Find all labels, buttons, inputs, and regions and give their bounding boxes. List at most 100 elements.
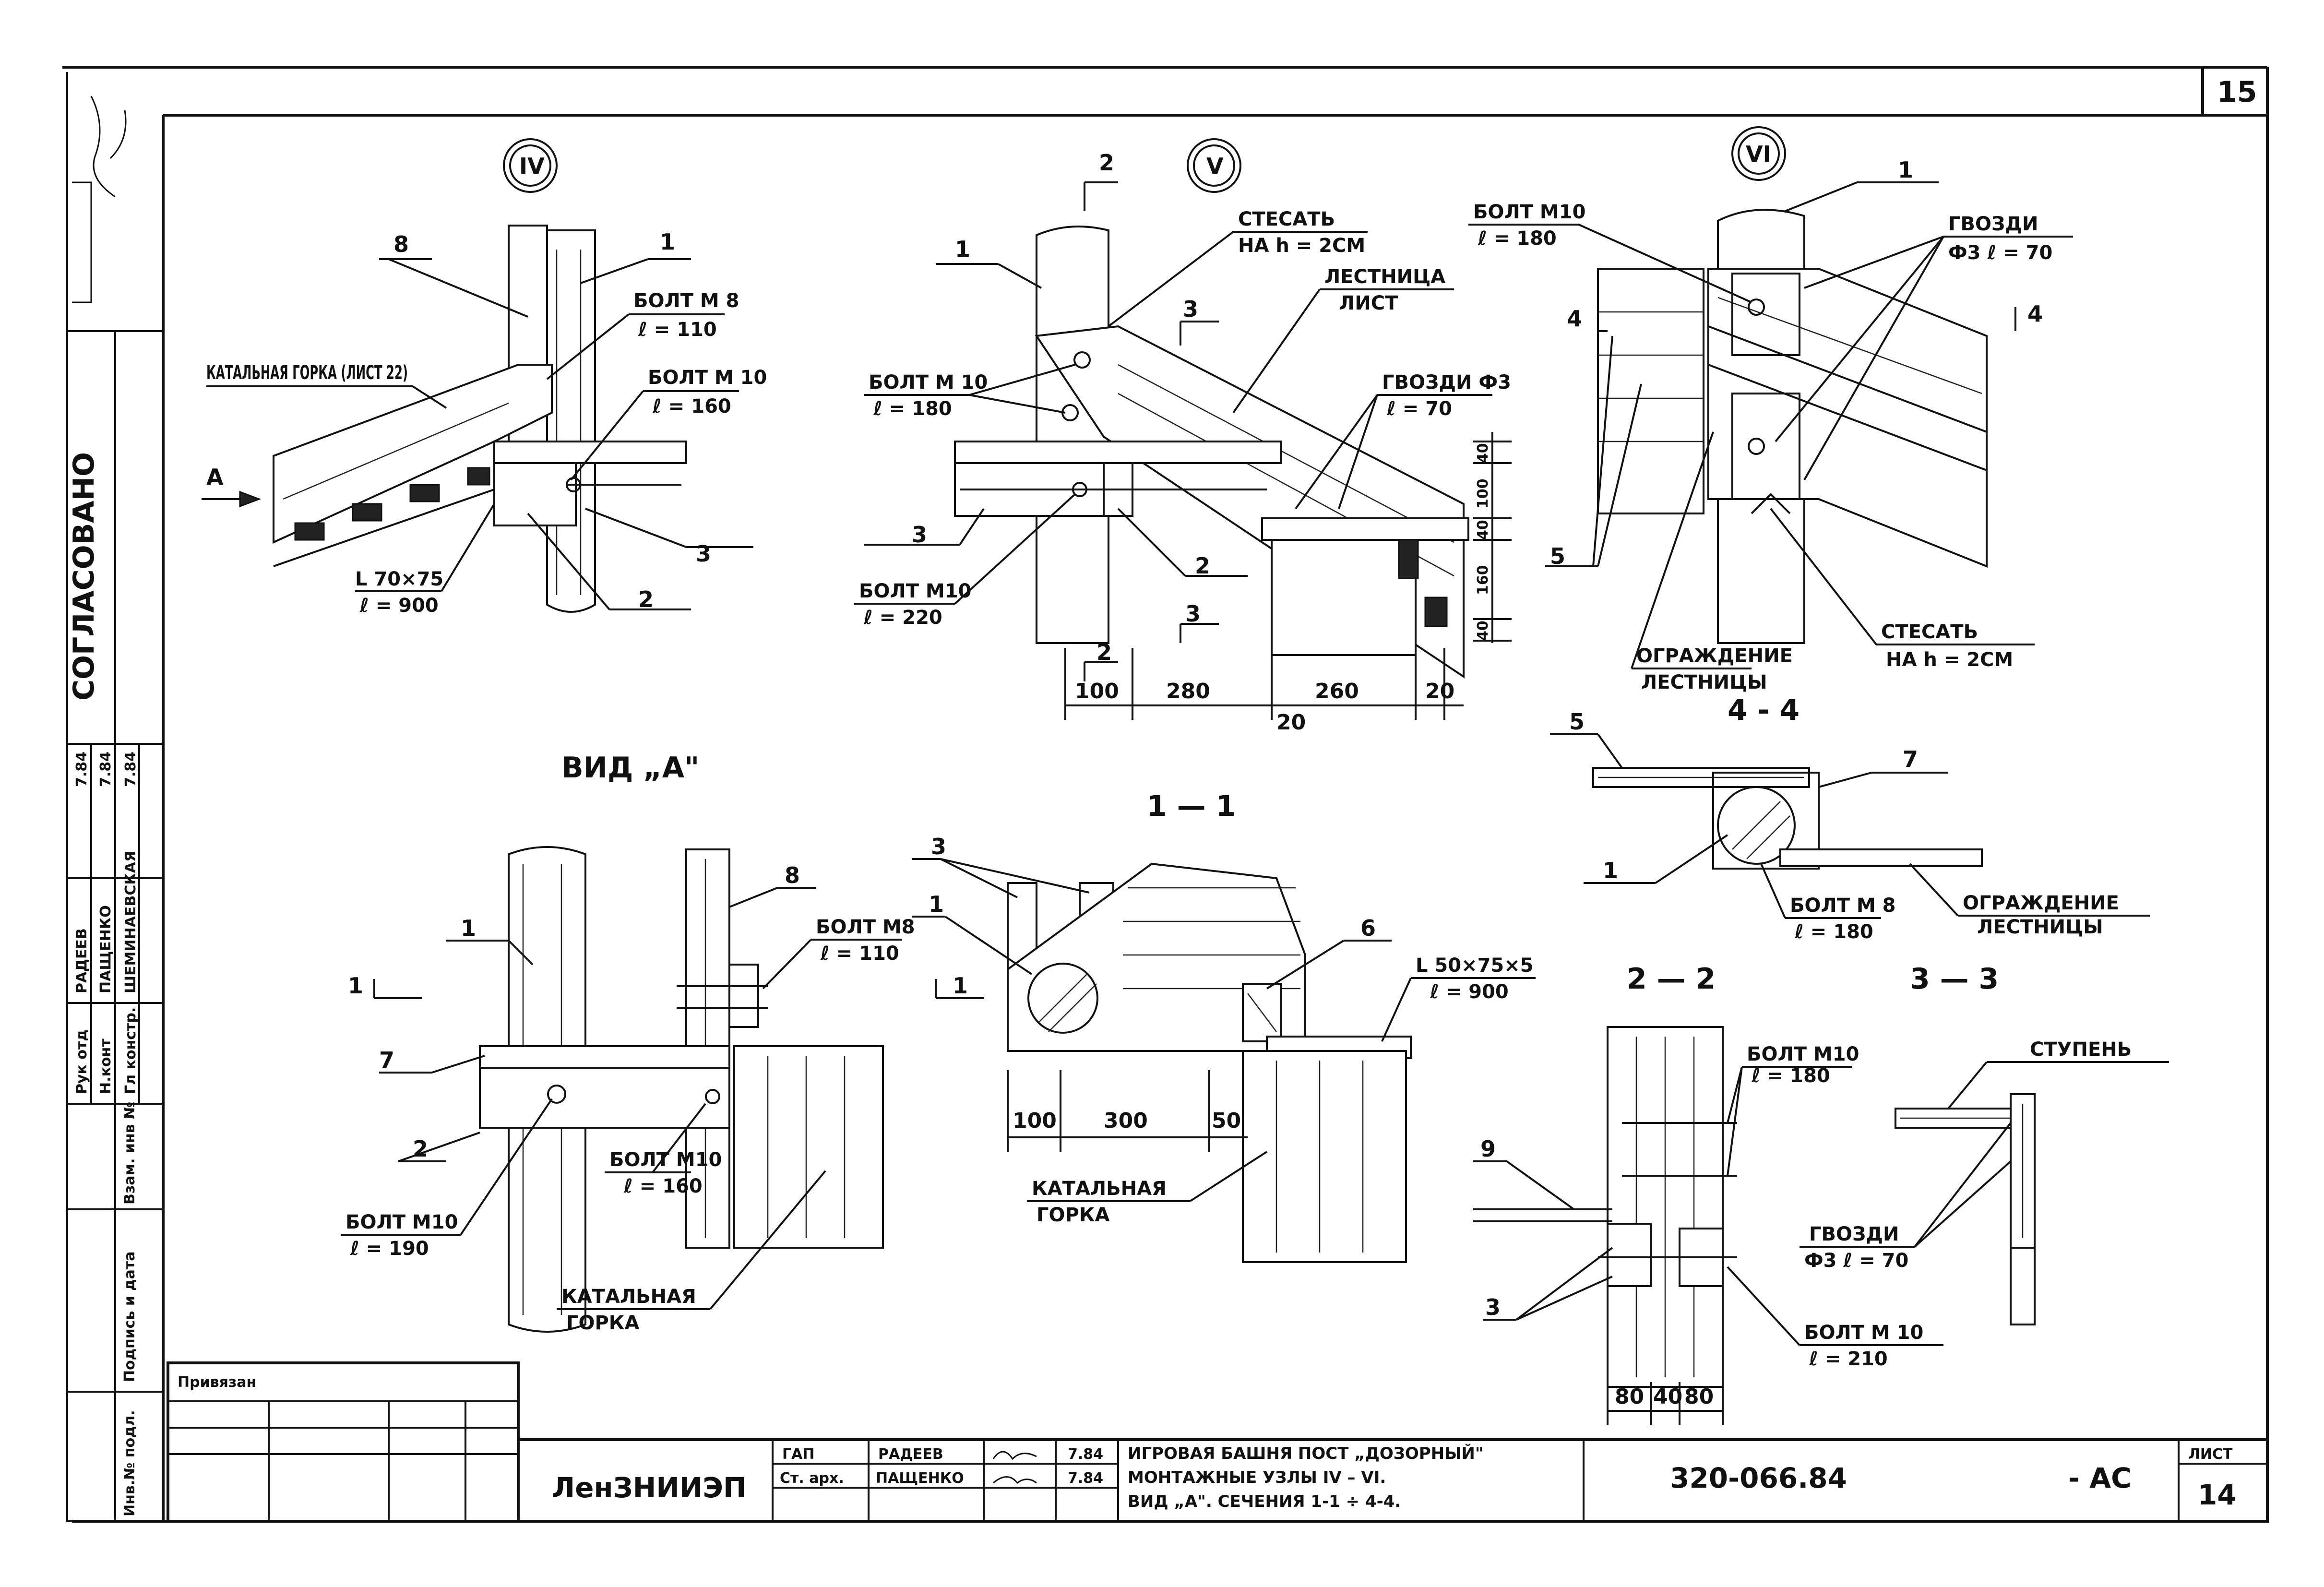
- section-1-1-slide-panel: [1242, 1050, 1407, 1263]
- node-6-cut-4-right: 4: [2027, 301, 2043, 327]
- stamp-date-2: 7.84: [97, 752, 114, 787]
- section-1-1-angle-label: L 50×75×5: [1416, 955, 1534, 977]
- title-sheet-number: 14: [2198, 1479, 2237, 1511]
- node-6-chamfer: СТЕСАТЬ: [1881, 621, 1978, 643]
- stamp-date-3: 7.84: [122, 752, 139, 787]
- node-6-marker: VI: [1746, 141, 1771, 167]
- node-5-marker-inner: [1193, 144, 1235, 187]
- title-date-1: 7.84: [1068, 1446, 1103, 1463]
- node-4-bolt-m10-length: ℓ = 160: [652, 395, 731, 418]
- section-2-2-dims: 80 40 80: [1607, 1382, 1724, 1425]
- view-a-cut-1-right: 1: [953, 973, 968, 999]
- view-a-bracket-2: [479, 1067, 730, 1129]
- view-a: ВИД „А" 1 1 1 8 БОЛТ М8 ℓ = 110: [341, 751, 984, 1334]
- title-date-2: 7.84: [1068, 1470, 1103, 1487]
- title-bound: Привязан: [178, 1374, 256, 1391]
- section-1-1-title: 1 — 1: [1147, 789, 1236, 823]
- signature-scribble: [72, 95, 127, 303]
- node-5-nails: ГВОЗДИ Ф3: [1382, 371, 1511, 394]
- node-4-slide-label: КАТАЛЬНАЯ ГОРКА (ЛИСТ 22): [206, 362, 408, 384]
- section-1-1-label-6: 6: [1360, 915, 1376, 941]
- view-a-bolt-m10b-length: ℓ = 190: [350, 1238, 429, 1260]
- node-5-vdim-40-a: 40: [1475, 443, 1491, 463]
- node-4-bolt-m10: БОЛТ М 10: [648, 367, 767, 389]
- node-4-bolt-m8-length: ℓ = 110: [638, 319, 717, 341]
- node-6-bolt-length: ℓ = 180: [1478, 227, 1557, 250]
- view-a-bolt-m10: [547, 1085, 566, 1104]
- node-5-dim-280: 280: [1166, 679, 1210, 704]
- node-5-nails-length: ℓ = 70: [1386, 398, 1452, 420]
- section-4-4-label-1: 1: [1603, 858, 1618, 883]
- node-4-slide-beam: [273, 364, 553, 544]
- node-6-label-1: 1: [1898, 157, 1913, 183]
- node-5-dim-260: 260: [1315, 679, 1359, 704]
- view-a-cut-1-left: 1: [348, 973, 363, 999]
- section-4-4-label-7: 7: [1903, 746, 1918, 772]
- section-1-1-label-3: 3: [931, 834, 946, 859]
- node-5-vdim-100: 100: [1475, 478, 1491, 509]
- node-5-marker: V: [1206, 153, 1224, 179]
- node-5-vdim-40-b: 40: [1475, 520, 1491, 540]
- node-5-marker-outer: [1187, 138, 1241, 193]
- node-5-label-1: 1: [955, 236, 970, 262]
- node-6-fence-2: ЛЕСТНИЦЫ: [1641, 671, 1767, 693]
- node-4-pole-1: [546, 229, 596, 613]
- section-4-4-bolt: БОЛТ М 8: [1790, 895, 1896, 917]
- title-sheet-label: ЛИСТ: [2188, 1446, 2233, 1463]
- node-6: VI 4 4 1 БОЛТ М10 ℓ = 180 ГВОЗДИ Ф3 ℓ = …: [1468, 126, 2073, 693]
- node-4: IV 8 1 БОЛТ М 8 ℓ = 110 БОЛТ М 10 ℓ = 16…: [202, 138, 767, 617]
- title-block: Привязан ЛенЗНИИЭП ГАП Ст. арх. РАДЕЕВ П…: [167, 1361, 2269, 1523]
- section-1-1: 1 — 1 3 1 6 L 50×75×5 ℓ = 900: [912, 789, 1536, 1263]
- section-1-1-label-1: 1: [929, 891, 944, 917]
- section-1-1-angle-length: ℓ = 900: [1430, 981, 1509, 1003]
- section-1-1-dims: 100 300 50: [1007, 1070, 1248, 1152]
- title-org: ЛенЗНИИЭП: [552, 1471, 747, 1504]
- section-2-2: 2 — 2 9 БОЛТ М10 ℓ = 180 3 БОЛТ М 10 ℓ =…: [1473, 962, 1943, 1425]
- stamp-role-1: Рук отд: [73, 1029, 90, 1094]
- node-5-label-3: 3: [912, 522, 927, 548]
- approval-stamp: СОГЛАСОВАНО: [67, 452, 101, 701]
- view-a-slide-panel: [733, 1045, 884, 1249]
- node-5-stair: ЛЕСТНИЦА: [1324, 266, 1445, 288]
- node-5-sheet-ref: ЛИСТ: [1339, 292, 1398, 314]
- node-4-leader-8: [388, 258, 528, 318]
- section-2-2-label-3: 3: [1485, 1294, 1501, 1320]
- node-4-angle-label: L 70×75: [355, 568, 443, 590]
- view-a-bolt-m10: БОЛТ М10: [609, 1149, 722, 1171]
- node-5-cut-3-top: 3: [1183, 296, 1198, 322]
- view-a-label-2: 2: [413, 1136, 428, 1162]
- node-5-bolt-m10-b: БОЛТ М10: [859, 580, 971, 602]
- node-5-chamfer-height: НА h = 2СМ: [1238, 235, 1365, 257]
- node-4-view-a-letter: А: [206, 464, 224, 490]
- section-2-2-title: 2 — 2: [1627, 962, 1716, 996]
- node-5-dim-20-b: 20: [1425, 679, 1454, 704]
- section-1-1-dim-300: 300: [1104, 1109, 1148, 1133]
- section-2-2-bolt-b-length: ℓ = 210: [1809, 1348, 1888, 1370]
- node-4-crossbar: [493, 441, 687, 464]
- node-4-angle-steel: [273, 489, 495, 567]
- section-3-3-nails-length: Ф3 ℓ = 70: [1804, 1250, 1908, 1272]
- node-5-vertical-dims: 40 100 40 160 40: [1473, 432, 1512, 643]
- node-5-dim-100: 100: [1075, 679, 1119, 704]
- node-4-marker-inner: [509, 144, 551, 187]
- view-a-slide: КАТАЛЬНАЯ: [561, 1286, 696, 1308]
- node-5-label-2: 2: [1195, 553, 1210, 579]
- section-4-4-label-5: 5: [1569, 709, 1585, 735]
- stamp-field-replace: Взам. инв №: [121, 1102, 138, 1205]
- node-5-horizontal-dims: 100 280 260 20 20: [1064, 648, 1464, 735]
- stamp-role-2: Н.конт: [97, 1038, 114, 1094]
- node-6-nails: ГВОЗДИ: [1948, 213, 2038, 235]
- node-5-vdim-160: 160: [1475, 565, 1491, 595]
- section-4-4-fence: ОГРАЖДЕНИЕ: [1963, 892, 2119, 914]
- title-line-2: МОНТАЖНЫЕ УЗЛЫ IV – VI.: [1128, 1468, 1386, 1487]
- title-name-1: РАДЕЕВ: [878, 1446, 943, 1463]
- stamp-name-1: РАДЕЕВ: [73, 928, 90, 993]
- node-5-cut-3-bottom: 3: [1185, 601, 1201, 627]
- title-line-1: ИГРОВАЯ БАШНЯ ПОСТ „ДОЗОРНЫЙ": [1128, 1444, 1484, 1463]
- view-a-board-7: [479, 1045, 730, 1069]
- node-4-label-2: 2: [638, 586, 654, 612]
- node-5-bolt-a: [1073, 351, 1091, 369]
- node-6-bolt: БОЛТ М10: [1473, 201, 1585, 223]
- node-5-cut-2-bottom: 2: [1096, 639, 1112, 665]
